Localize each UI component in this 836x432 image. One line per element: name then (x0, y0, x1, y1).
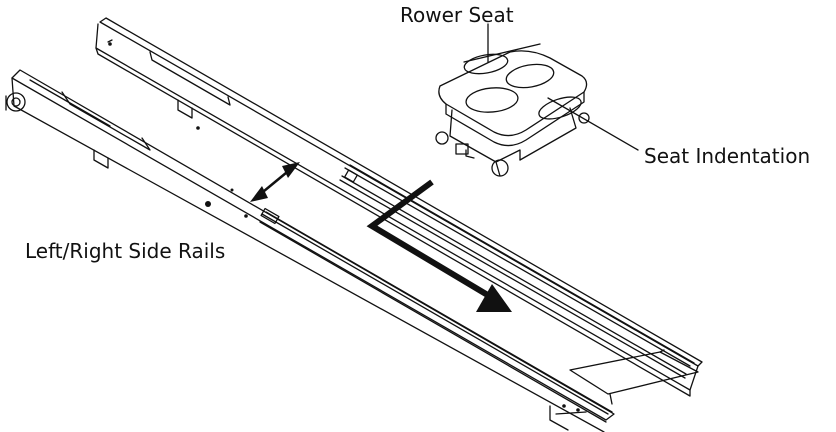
front-side-rail (5, 69, 615, 432)
rail-end-plate (549, 349, 699, 431)
rower-seat (438, 43, 588, 147)
side-rails-label: Left/Right Side Rails (25, 239, 226, 263)
rower-seat-label: Rower Seat (400, 3, 514, 27)
rail-spacing-arrow (250, 162, 300, 202)
seat-carriage (435, 107, 590, 177)
insertion-arrow (366, 179, 512, 312)
hole-markers (108, 42, 580, 412)
indentation-leader-line (547, 97, 639, 151)
seat-indentation-label: Seat Indentation (644, 144, 811, 168)
